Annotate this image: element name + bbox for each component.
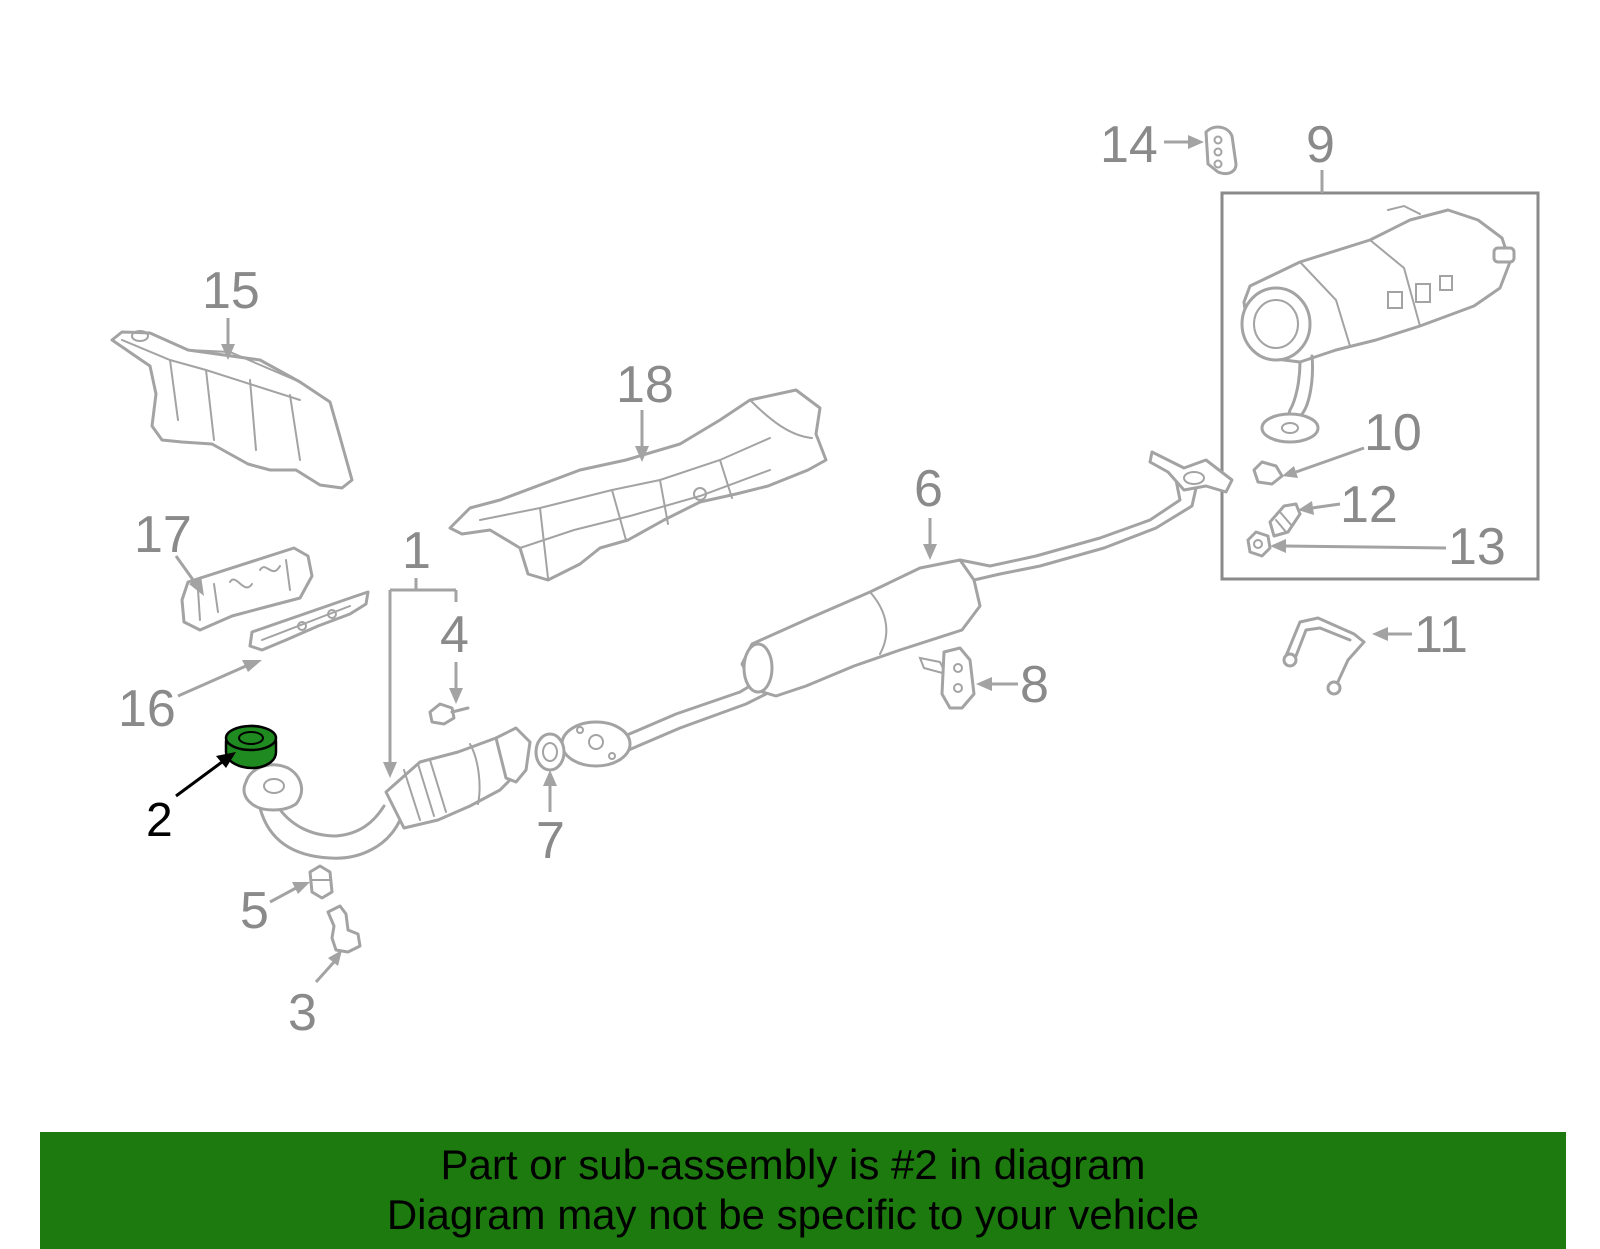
leader-lines <box>174 135 1447 984</box>
part-12-spring[interactable] <box>1268 502 1302 538</box>
callout-9: 9 <box>1306 116 1335 174</box>
callout-17: 17 <box>134 506 192 564</box>
part-8-hanger[interactable] <box>940 646 976 710</box>
part-18-floor-heat-shield[interactable] <box>448 388 828 582</box>
callout-6: 6 <box>914 460 943 518</box>
part-9-muffler[interactable] <box>1240 204 1516 444</box>
part-10-gasket[interactable] <box>1252 460 1284 486</box>
part-1-front-pipe[interactable] <box>242 726 532 860</box>
part-4-bolt[interactable] <box>428 702 470 726</box>
part-5-nut[interactable] <box>308 864 334 900</box>
part-11-bracket[interactable] <box>1282 616 1366 696</box>
part-2-gasket-highlighted[interactable] <box>224 724 278 770</box>
banner-line-1: Part or sub-assembly is #2 in diagram <box>440 1141 1146 1188</box>
info-banner: Part or sub-assembly is #2 in diagram Di… <box>40 1132 1566 1249</box>
part-9-group-frame <box>1220 191 1540 581</box>
banner-line-2: Diagram may not be specific to your vehi… <box>386 1191 1200 1238</box>
part-3-bolt[interactable] <box>326 904 362 954</box>
callout-11: 11 <box>1414 606 1468 664</box>
callout-10: 10 <box>1364 404 1422 462</box>
callout-2-highlighted: 2 <box>146 794 173 847</box>
part-14-hanger[interactable] <box>1204 125 1238 176</box>
callout-4: 4 <box>440 606 469 664</box>
part-13-bolt[interactable] <box>1246 530 1272 558</box>
callout-18: 18 <box>616 356 674 414</box>
part-7-gasket[interactable] <box>534 732 566 772</box>
callout-8: 8 <box>1020 656 1049 714</box>
callout-3: 3 <box>288 984 317 1042</box>
callout-14: 14 <box>1100 116 1158 174</box>
part-16-bracket[interactable] <box>248 590 370 652</box>
callout-12: 12 <box>1340 476 1398 534</box>
callout-13: 13 <box>1448 518 1506 576</box>
part-15-heat-shield[interactable] <box>110 330 354 490</box>
callout-7: 7 <box>536 812 565 870</box>
part-17-heat-shield[interactable] <box>180 546 314 632</box>
callout-15: 15 <box>202 262 260 320</box>
callout-5: 5 <box>240 882 269 940</box>
callout-16: 16 <box>118 680 176 738</box>
callout-1: 1 <box>402 522 431 580</box>
part-6-center-pipe[interactable] <box>560 450 1234 768</box>
